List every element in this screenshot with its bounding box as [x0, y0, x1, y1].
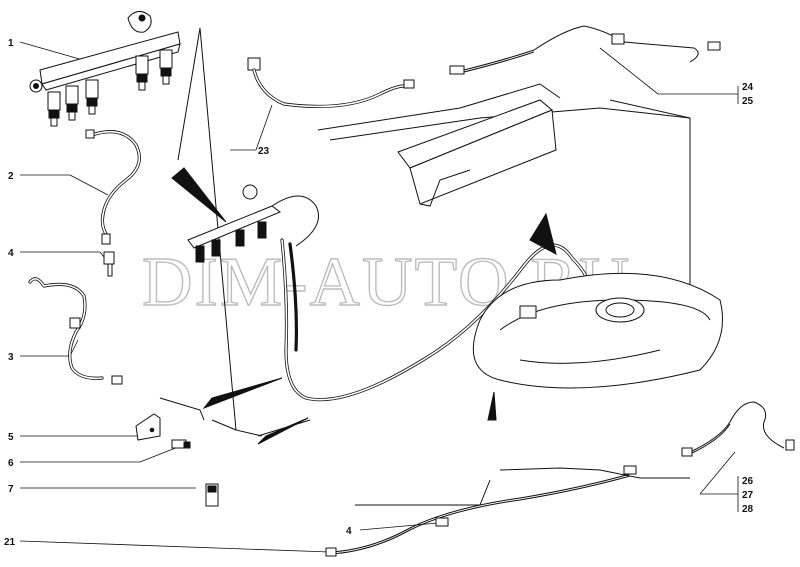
callout-2: 2 — [8, 171, 14, 182]
callout-27: 27 — [742, 490, 754, 501]
return-hose-part-3 — [28, 277, 123, 385]
callout-26: 26 — [742, 476, 754, 487]
callout-7: 7 — [8, 484, 14, 495]
injector-1 — [47, 49, 173, 127]
fuel-lines-routed — [280, 238, 594, 402]
callout-1: 1 — [8, 38, 14, 49]
fuel-line-part-4-left — [103, 251, 115, 277]
clip-part-5 — [135, 413, 161, 441]
fuel-line-part-26-28 — [681, 401, 795, 457]
frame-member — [397, 99, 557, 207]
fuel-line-part-24-25 — [449, 25, 721, 75]
callout-4b: 4 — [346, 526, 352, 537]
bolt-part-6 — [171, 439, 191, 449]
flexible-hose-part-2 — [85, 129, 141, 245]
callout-4a: 4 — [8, 248, 14, 259]
callout-5: 5 — [8, 432, 14, 443]
callout-3: 3 — [8, 352, 14, 363]
leader-lines — [19, 41, 739, 553]
engine-fuel-rail-installed — [187, 184, 319, 263]
callout-6: 6 — [8, 458, 14, 469]
callouts: 1 2 4 3 5 6 7 21 23 4 24 25 26 27 28 — [4, 38, 754, 548]
callout-28: 28 — [742, 504, 754, 515]
fuel-rail-assembly — [29, 11, 181, 127]
holder-part-7 — [205, 483, 219, 507]
pointer-wedges — [171, 167, 557, 445]
fuel-line-lower — [325, 465, 637, 557]
supply-hose-part-23 — [247, 57, 415, 109]
callout-25: 25 — [742, 96, 754, 107]
callout-23: 23 — [258, 146, 270, 157]
callout-24: 24 — [742, 82, 754, 93]
callout-21: 21 — [4, 537, 16, 548]
fuel-tank — [472, 272, 723, 389]
